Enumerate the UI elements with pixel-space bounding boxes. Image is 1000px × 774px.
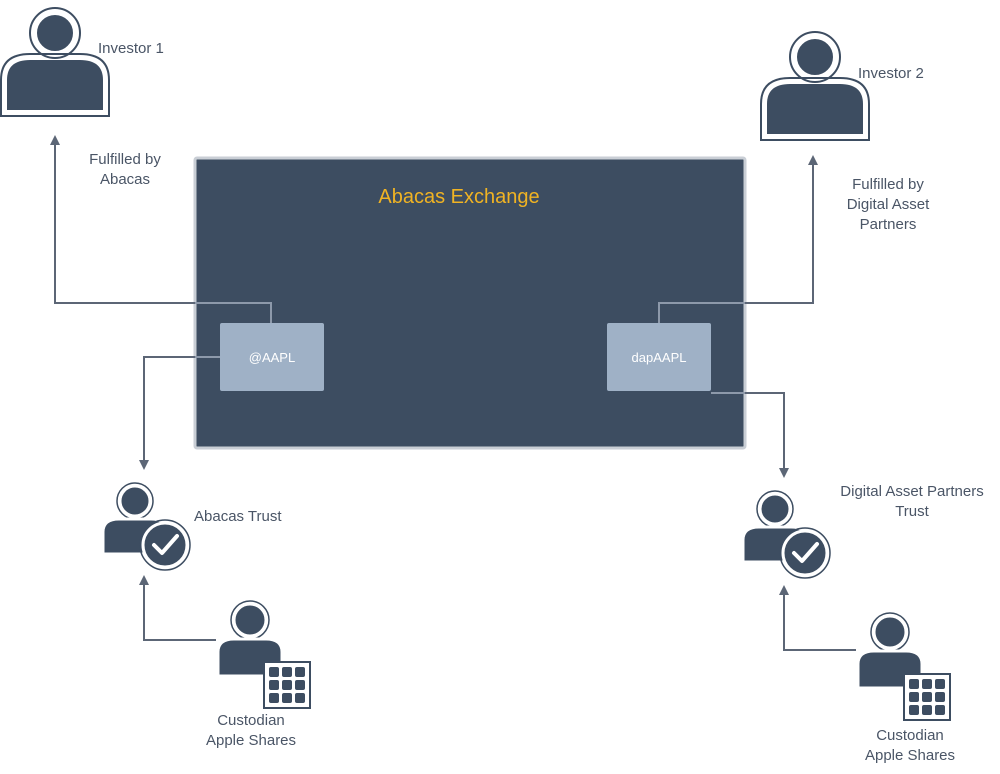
token-dapaapl-label: dapAAPL: [632, 350, 687, 365]
connector-dap-trust: [745, 392, 789, 478]
investor2-label: Investor 2: [858, 65, 924, 82]
connector-custodian-right: [779, 585, 856, 651]
connector-investor2: [745, 155, 818, 304]
custodian-right-label: Custodian Apple Shares: [864, 727, 956, 764]
connector-abacas-trust: [139, 356, 195, 470]
exchange-title: Abacas Exchange: [378, 186, 539, 208]
custodian-left-label: Custodian Apple Shares: [205, 712, 297, 749]
investor1-label: Investor 1: [98, 40, 164, 57]
connector-inner-left-top: [195, 302, 272, 323]
user-icon: [760, 31, 870, 141]
user-icon: [0, 7, 110, 117]
dap-trust-label: Digital Asset Partners Trust: [840, 483, 984, 520]
connector-investor1: [50, 135, 195, 304]
edge-label-dap: Fulfilled by Digital Asset Partners: [846, 176, 930, 233]
abacas-trust-label: Abacas Trust: [194, 508, 282, 525]
user-grid-icon: [856, 612, 951, 721]
user-check-icon: [101, 482, 191, 571]
connector-inner-right-top: [658, 302, 745, 323]
user-grid-icon: [216, 600, 311, 709]
edge-label-abacas: Fulfilled by Abacas: [89, 151, 161, 188]
token-aapl[interactable]: @AAPL: [220, 323, 324, 391]
token-dapaapl[interactable]: dapAAPL: [607, 323, 711, 391]
connector-custodian-left: [139, 575, 216, 641]
user-check-icon: [741, 490, 831, 579]
token-aapl-label: @AAPL: [249, 350, 295, 365]
